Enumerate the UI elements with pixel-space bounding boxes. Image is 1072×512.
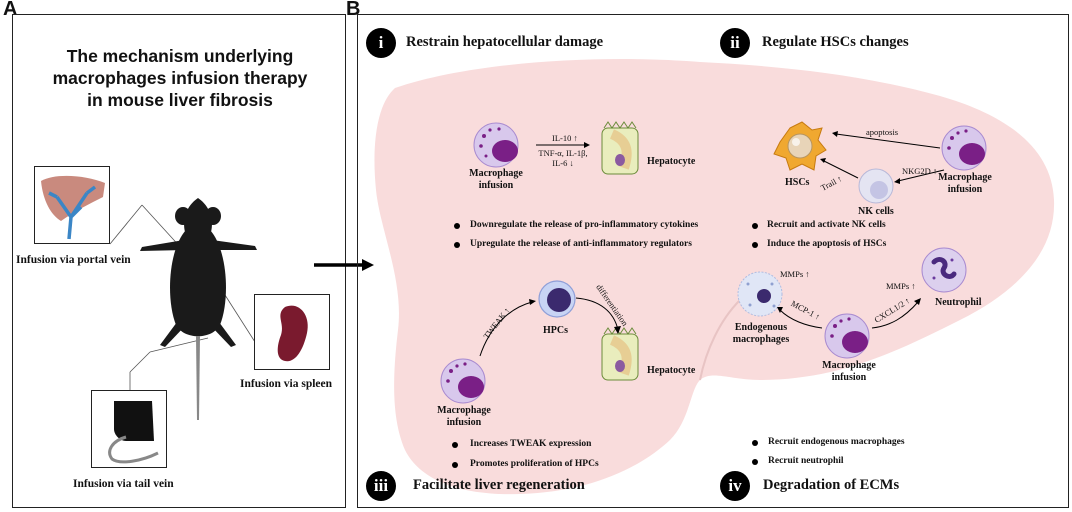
s1-cytokines: TNF-α, IL-1β, IL-6 ↓	[536, 148, 590, 168]
section-ii-title: Regulate HSCs changes	[762, 34, 909, 50]
s2-bullet-1: Recruit and activate NK cells	[767, 220, 886, 230]
s4-bullet-dot-1	[752, 440, 758, 446]
s3-macrophage-line1: Macrophage	[437, 405, 491, 416]
s2-macrophage-label: Macrophage infusion	[934, 172, 996, 196]
title-line-3: in mouse liver fibrosis	[87, 90, 273, 110]
s1-macrophage-line1: Macrophage	[469, 168, 523, 179]
tail-vein-inset	[91, 390, 167, 468]
s4-bullet-1: Recruit endogenous macrophages	[768, 437, 905, 447]
spleen-inset	[254, 294, 330, 370]
s3-bullet-1: Increases TWEAK expression	[470, 439, 592, 449]
s4-macrophage-line1: Macrophage	[822, 360, 876, 371]
section-i-title: Restrain hepatocellular damage	[406, 34, 604, 50]
s1-cytokines-line1: TNF-α, IL-1β,	[538, 148, 588, 158]
s4-bullet-2: Recruit neutrophil	[768, 456, 844, 466]
s3-macrophage-line2: infusion	[446, 417, 482, 428]
panel-a-title: The mechanism underlying macrophages inf…	[30, 45, 330, 111]
s4-macrophage-label: Macrophage infusion	[818, 360, 880, 384]
s1-cytokines-line2: IL-6 ↓	[552, 158, 574, 168]
title-line-2: macrophages infusion therapy	[52, 68, 308, 88]
s3-bullet-dot-2	[452, 462, 458, 468]
panel-a	[12, 14, 346, 508]
s1-il10: IL-10 ↑	[552, 133, 578, 143]
s4-endogenous-line1: Endogenous	[734, 322, 788, 333]
s3-hpcs-label: HPCs	[543, 325, 568, 336]
tail-vein-label: Infusion via tail vein	[73, 478, 174, 490]
s1-hepatocyte-label: Hepatocyte	[647, 156, 696, 167]
section-i-badge: i	[366, 28, 396, 58]
s2-bullet-dot-1	[752, 223, 758, 229]
title-line-1: The mechanism underlying	[66, 46, 294, 66]
s4-mmps-right: MMPs ↑	[886, 281, 916, 291]
tail-icon	[108, 401, 159, 464]
s1-macrophage-label: Macrophage infusion	[466, 168, 526, 192]
s2-bullet-2: Induce the apoptosis of HSCs	[767, 239, 887, 249]
s3-bullet-2: Promotes proliferation of HPCs	[470, 459, 599, 469]
panel-a-letter: A	[3, 0, 18, 20]
spleen-label: Infusion via spleen	[240, 378, 333, 390]
s3-macrophage-label: Macrophage infusion	[433, 405, 495, 429]
liver-vein-icon	[41, 175, 105, 240]
s2-nk-label: NK cells	[858, 206, 894, 217]
section-iii-title: Facilitate liver regeneration	[413, 477, 585, 493]
s2-apoptosis: apoptosis	[866, 127, 899, 137]
spleen-icon	[277, 305, 308, 362]
s1-bullet-dot-1	[454, 223, 460, 229]
s3-bullet-dot-1	[452, 442, 458, 448]
s4-mmps-left: MMPs ↑	[780, 269, 810, 279]
s2-bullet-dot-2	[752, 242, 758, 248]
panel-b	[357, 14, 1069, 508]
s2-hscs-label: HSCs	[785, 177, 810, 188]
section-ii-badge: ii	[720, 28, 750, 58]
s4-endogenous-line2: macrophages	[732, 334, 790, 345]
s4-bullet-dot-2	[752, 459, 758, 465]
section-iv-badge: iv	[720, 471, 750, 501]
section-iv-title: Degradation of ECMs	[763, 477, 900, 493]
portal-vein-label: Infusion via portal vein	[16, 254, 131, 266]
s4-endogenous-label: Endogenous macrophages	[726, 322, 796, 346]
portal-vein-inset	[34, 166, 110, 244]
s2-macrophage-line2: infusion	[947, 184, 983, 195]
s2-nkg2d: NKG2D ↑	[902, 166, 938, 176]
s1-bullet-2: Upregulate the release of anti-inflammat…	[470, 239, 692, 249]
s4-macrophage-line2: infusion	[831, 372, 867, 383]
panel-b-letter: B	[346, 0, 361, 20]
s1-macrophage-line2: infusion	[478, 180, 514, 191]
section-iii-badge: iii	[366, 471, 396, 501]
s4-neutrophil-label: Neutrophil	[935, 297, 982, 308]
s1-bullet-dot-2	[454, 242, 460, 248]
s2-macrophage-line1: Macrophage	[938, 172, 992, 183]
s1-bullet-1: Downregulate the release of pro-inflamma…	[470, 220, 699, 230]
s3-hepatocyte-label: Hepatocyte	[647, 365, 696, 376]
